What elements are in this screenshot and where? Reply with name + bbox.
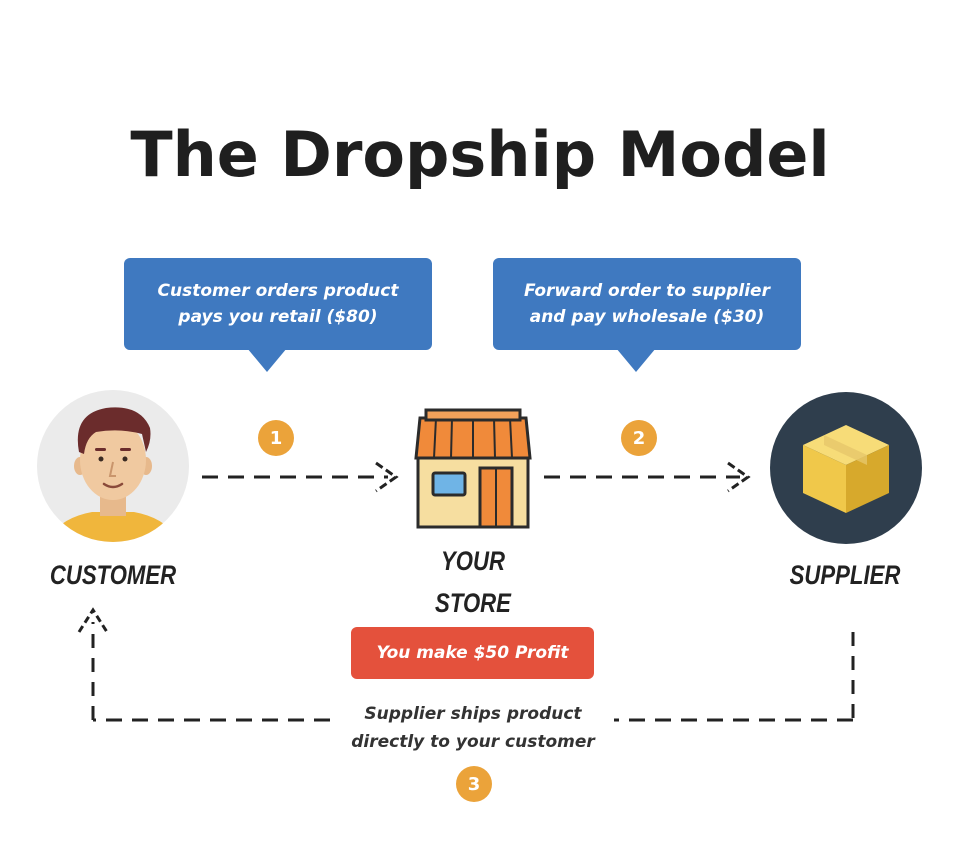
store-label-line: YOUR xyxy=(441,546,505,576)
profit-badge: You make $50 Profit xyxy=(351,627,594,679)
store-label: YOUR STORE xyxy=(407,540,538,624)
page-title: The Dropship Model xyxy=(130,118,830,191)
callout-pointer xyxy=(247,348,287,372)
customer-order-callout: Customer orders product pays you retail … xyxy=(124,258,432,350)
arrow-customer-to-store xyxy=(202,461,399,493)
store-icon xyxy=(414,408,532,529)
customer-avatar-icon xyxy=(37,390,189,542)
arrow-store-to-supplier xyxy=(544,461,751,493)
supplier-label: SUPPLIER xyxy=(789,560,901,590)
step-3-badge: 3 xyxy=(456,766,492,802)
step-2-badge: 2 xyxy=(621,420,657,456)
supplier-box-icon xyxy=(770,392,922,544)
shipping-note-line: Supplier ships product xyxy=(364,704,582,724)
store-label-line: STORE xyxy=(435,588,511,618)
shipping-note-line: directly to your customer xyxy=(351,732,595,752)
callout-line: and pay wholesale ($30) xyxy=(529,307,765,327)
shipping-note: Supplier ships product directly to your … xyxy=(320,700,626,756)
callout-line: Customer orders product xyxy=(157,281,399,301)
callout-pointer xyxy=(616,348,656,372)
forward-order-callout: Forward order to supplier and pay wholes… xyxy=(493,258,801,350)
arrow-supplier-to-customer xyxy=(77,607,855,722)
customer-label: CUSTOMER xyxy=(49,560,177,590)
callout-line: pays you retail ($80) xyxy=(178,307,378,327)
callout-line: Forward order to supplier xyxy=(524,281,770,301)
step-1-badge: 1 xyxy=(258,420,294,456)
